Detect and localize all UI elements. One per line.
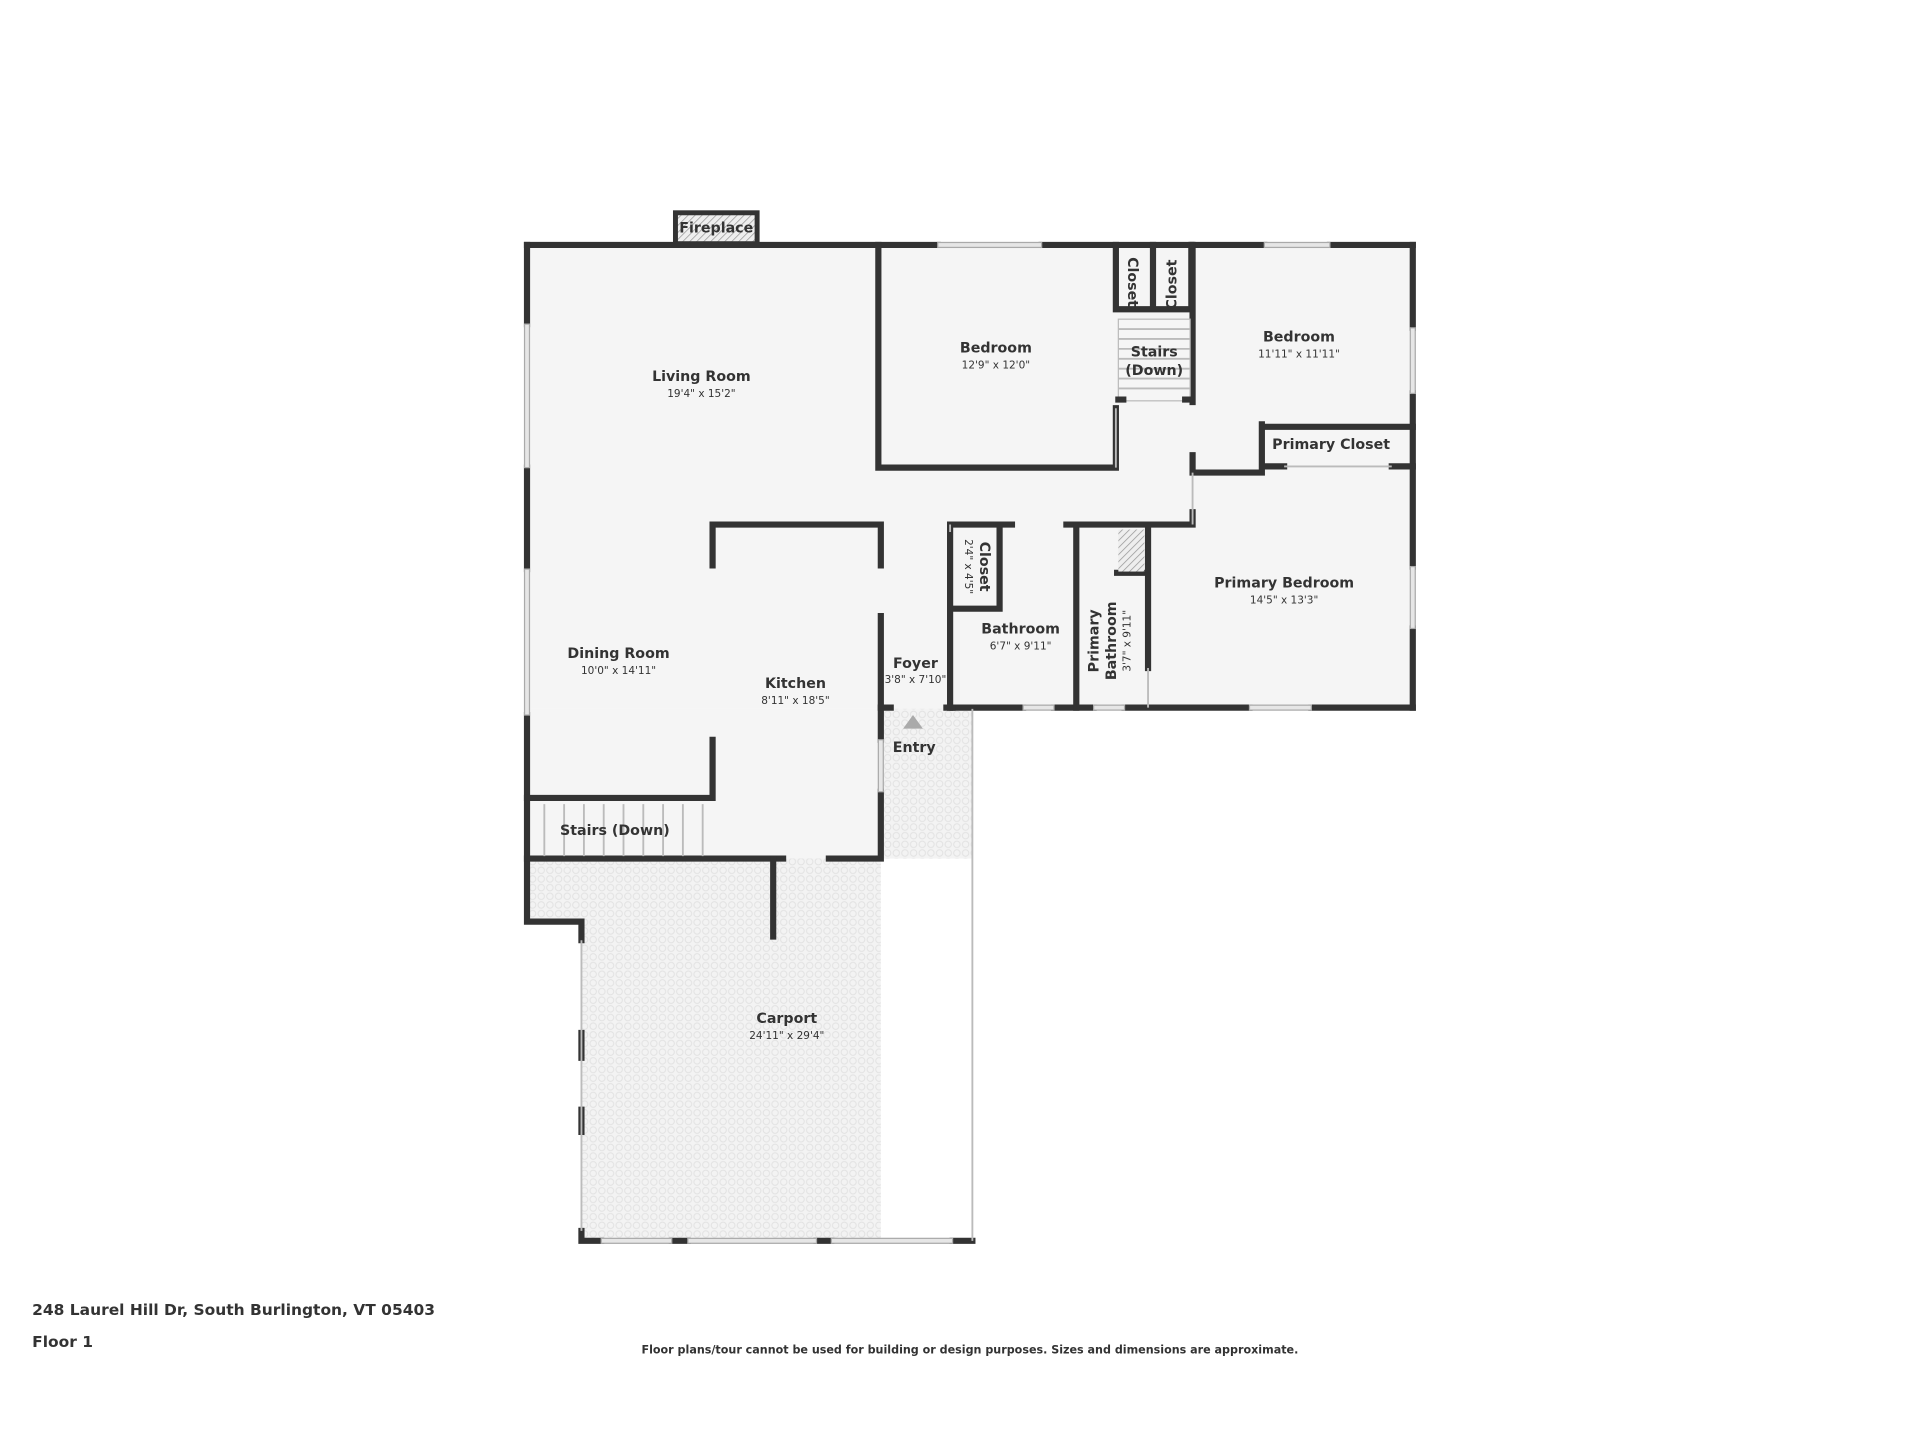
- stairs-lower-label: Stairs (Down): [560, 823, 670, 839]
- room-dims: 3'7" x 9'11": [1122, 610, 1134, 672]
- room-name: Carport: [756, 1011, 817, 1027]
- closet-1-label: Closet: [1124, 257, 1140, 307]
- room-dims: 11'11" x 11'11": [1258, 349, 1340, 361]
- room-name: Bedroom: [1263, 329, 1335, 345]
- shaft: [1118, 529, 1145, 572]
- stairs-upper: Stairs (Down): [1115, 318, 1194, 403]
- address: 248 Laurel Hill Dr, South Burlington, VT…: [32, 1301, 435, 1319]
- walls: [523, 241, 1416, 1244]
- room-dims: 24'11" x 29'4": [749, 1030, 824, 1042]
- room-carport: Carport 24'11" x 29'4": [749, 1011, 824, 1042]
- room-bathroom: Bathroom 6'7" x 9'11": [981, 621, 1060, 652]
- room-dims: 10'0" x 14'11": [581, 665, 656, 677]
- room-dims: 2'4" x 4'5": [962, 539, 974, 594]
- room-name: Primary: [1087, 609, 1103, 673]
- primary-closet-label: Primary Closet: [1272, 437, 1390, 453]
- room-name: Dining Room: [567, 646, 669, 662]
- floor-label: Floor 1: [32, 1333, 93, 1351]
- room-name: Closet: [976, 542, 992, 592]
- room-name: Kitchen: [765, 676, 826, 692]
- windows: [523, 241, 1416, 1244]
- room-dims: 12'9" x 12'0": [962, 360, 1030, 372]
- room-bedroom-1: Bedroom 12'9" x 12'0": [960, 341, 1032, 372]
- room-name: Primary Bedroom: [1214, 576, 1354, 592]
- closet-2-label: Closet: [1164, 259, 1180, 309]
- room-dims: 6'7" x 9'11": [990, 640, 1052, 652]
- room-name: Living Room: [652, 369, 751, 385]
- stairs-upper-label: Stairs: [1131, 344, 1178, 360]
- room-dims: 3'8" x 7'10": [885, 674, 947, 686]
- room-bedroom-2: Bedroom 11'11" x 11'11": [1258, 329, 1340, 360]
- carport-floor: [527, 708, 973, 1241]
- stairs-lower: Stairs (Down): [543, 804, 704, 857]
- thin-lines: [580, 408, 1392, 1241]
- room-kitchen: Kitchen 8'11" x 18'5": [761, 676, 829, 707]
- room-dining-room: Dining Room 10'0" x 14'11": [567, 646, 669, 677]
- room-dims: 14'5" x 13'3": [1250, 595, 1318, 607]
- room-hall-closet: Closet 2'4" x 4'5": [962, 539, 992, 594]
- fireplace-label: Fireplace: [679, 221, 753, 237]
- room-living-room: Living Room 19'4" x 15'2": [652, 369, 751, 400]
- room-primary-bedroom: Primary Bedroom 14'5" x 13'3": [1214, 576, 1354, 607]
- room-dims: 8'11" x 18'5": [761, 695, 829, 707]
- room-name-2: Bathroom: [1104, 601, 1120, 680]
- room-name: Bedroom: [960, 341, 1032, 357]
- room-name: Bathroom: [981, 621, 1060, 637]
- stairs-upper-label-2: (Down): [1125, 363, 1183, 379]
- disclaimer: Floor plans/tour cannot be used for buil…: [641, 1343, 1298, 1356]
- entry-label: Entry: [893, 740, 937, 756]
- room-name: Foyer: [893, 656, 938, 672]
- house-floor: [527, 244, 1413, 859]
- room-dims: 19'4" x 15'2": [667, 388, 735, 400]
- room-primary-bathroom: Primary Bathroom 3'7" x 9'11": [1087, 601, 1134, 680]
- room-foyer: Foyer 3'8" x 7'10": [885, 656, 947, 686]
- entry-arrow-icon: [903, 715, 923, 729]
- fireplace: Fireplace: [672, 210, 760, 247]
